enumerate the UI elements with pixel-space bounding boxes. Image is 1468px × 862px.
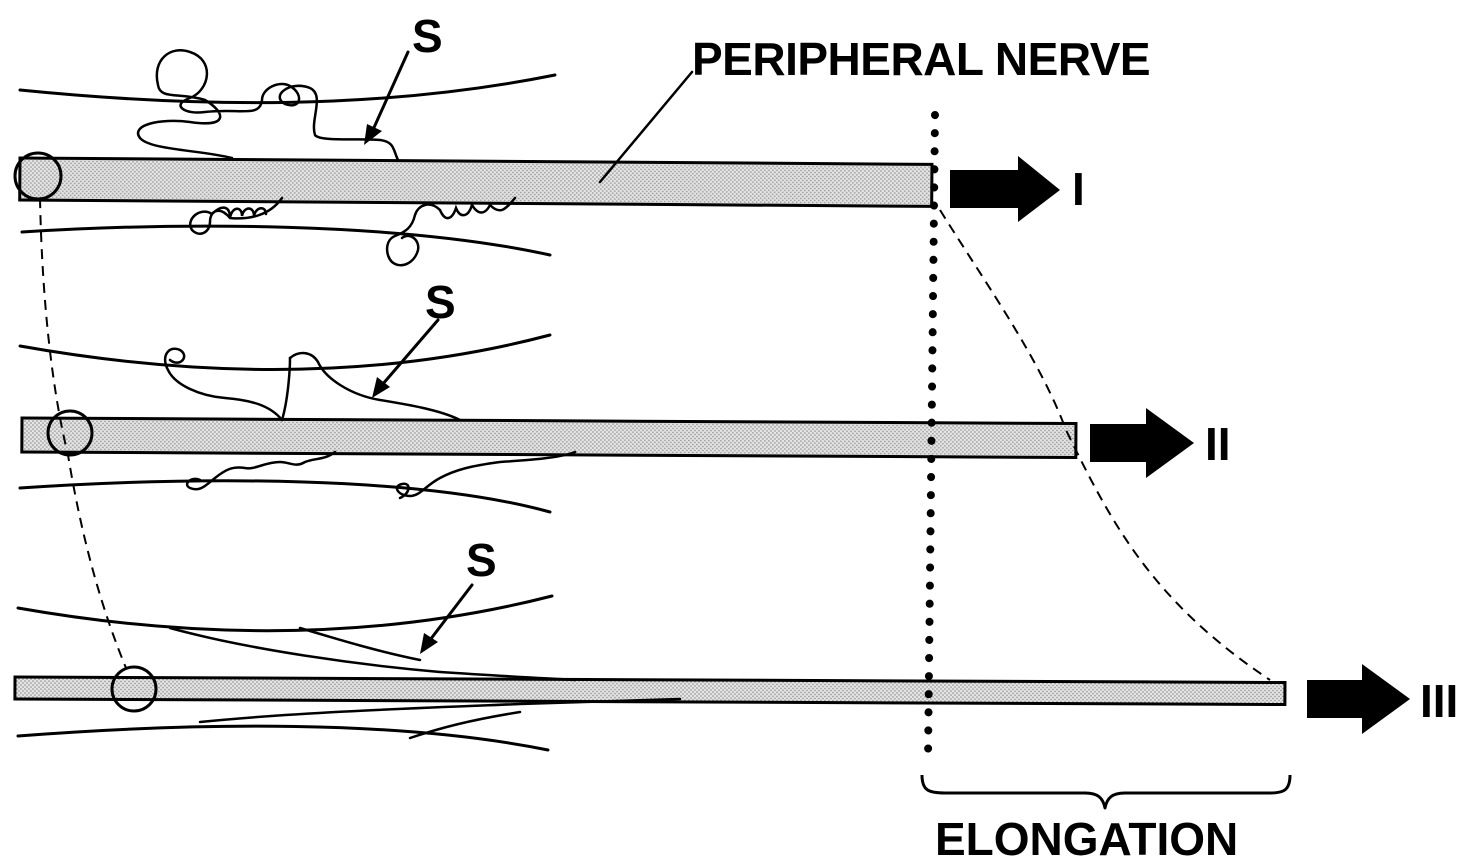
stage-1-s-label: S — [412, 10, 443, 62]
stage-2-s-pointer — [382, 320, 438, 385]
stage-1-nerve-bar — [20, 158, 932, 206]
stage-3-lower-vessel-b — [410, 712, 520, 738]
stage-2-lower-vessel-b — [397, 452, 575, 498]
stage-3-upper-vessel-b — [300, 628, 420, 660]
stage-2-lower-tissue-line — [20, 481, 550, 512]
stage-3-label: III — [1420, 675, 1458, 727]
stage-2-s-label: S — [425, 276, 456, 328]
stage-1-arrow — [950, 156, 1060, 222]
stage-2-upper-vessel-b — [282, 358, 290, 420]
stage-3-upper-vessel — [170, 628, 575, 680]
elongation-label: ELONGATION — [935, 813, 1238, 862]
stage-1-upper-vessel — [138, 50, 398, 160]
stage-3-arrow — [1307, 664, 1410, 734]
stage-2-arrow — [1090, 408, 1194, 478]
stage-3-s-pointer — [430, 585, 472, 640]
peripheral-nerve-label: PERIPHERAL NERVE — [692, 33, 1150, 85]
stage-3-lower-tissue-line — [18, 726, 548, 750]
elongation-bracket — [922, 775, 1290, 808]
stage-1-label: I — [1072, 163, 1085, 215]
stage-2-upper-tissue-line — [20, 335, 550, 369]
stage-1-group: S PERIPHERAL NERVE I — [15, 10, 1150, 265]
stage-3-lower-vessel — [200, 699, 680, 722]
stage-3-s-label: S — [466, 534, 497, 586]
stage-2-group: S II — [20, 276, 1231, 512]
stage-2-label: II — [1205, 418, 1231, 470]
stage-3-s-arrowhead — [420, 633, 438, 654]
stage-1-s-arrowhead — [364, 124, 382, 145]
stage-3-group: S III — [15, 534, 1458, 750]
stage-2-nerve-bar — [22, 418, 1076, 458]
stage-1-lower-vessel — [190, 198, 282, 234]
stage-1-lower-tissue-line — [22, 226, 550, 255]
stage-1-lower-vessel-b — [387, 198, 515, 265]
stage-3-upper-tissue-line — [18, 596, 552, 631]
stage-1-s-pointer — [372, 52, 408, 132]
